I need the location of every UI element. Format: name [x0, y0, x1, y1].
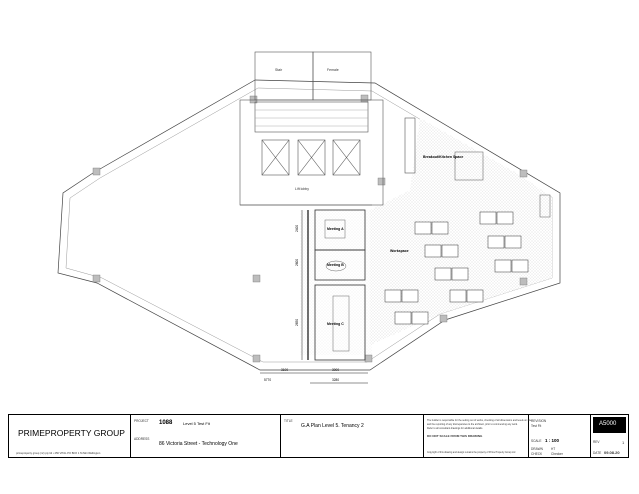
- meeting-furniture: [324, 219, 350, 352]
- check-value: Checker: [551, 452, 563, 456]
- dim-3000: 3000: [332, 368, 339, 372]
- lift-lobby-label: Lift lobby: [295, 187, 309, 191]
- title-cell: TITLE G.A Plan Level 5. Tenancy 2: [281, 415, 424, 457]
- title-label: TITLE: [284, 419, 293, 423]
- copyright: Copyright of this drawing and design rem…: [427, 452, 516, 454]
- revision-cell: REVISION Test Fit SCALE 1 : 100 DRAWN HT…: [529, 415, 591, 457]
- project-label: PROJECT: [134, 419, 149, 423]
- dim-2600: 2600: [295, 259, 299, 266]
- meeting-b-label: Meeting B: [327, 263, 344, 267]
- company-name: PRIMEPROPERTY GROUP: [18, 428, 125, 438]
- notes-line-2: and the reporting of any discrepancies t…: [427, 423, 518, 426]
- notes-line-3: Refer to all consultant drawings for add…: [427, 427, 483, 430]
- dimension-lines: [260, 210, 368, 384]
- workspace-hatch: [300, 118, 552, 355]
- date-value: 09.08.20: [604, 450, 620, 455]
- dim-2650: 2650: [295, 319, 299, 326]
- drawing-title: G.A Plan Level 5. Tenancy 2: [301, 423, 364, 429]
- floor-plan: Stair Female Lift lobby Meeting A Meetin…: [57, 51, 561, 384]
- dim-2400: 2400: [295, 225, 299, 232]
- meeting-a-label: Meeting A: [327, 227, 344, 231]
- scale-value: 1 : 100: [545, 438, 560, 443]
- dim-3100: 3100: [281, 368, 288, 372]
- columns: [92, 94, 528, 363]
- project-cell: PROJECT 1088 Level 5 Test Fit ADDRESS 86…: [131, 415, 281, 457]
- sheet-number-box: A5000: [593, 417, 626, 433]
- project-name: Level 5 Test Fit: [183, 421, 210, 426]
- notes-caps: DO NOT SCALE FROM THIS DRAWING: [427, 434, 483, 438]
- notes-line-1: The builder is responsible for the setti…: [427, 419, 532, 422]
- title-block: PRIMEPROPERTY GROUP primeproperty group …: [8, 414, 629, 458]
- meeting-c-label: Meeting C: [327, 322, 344, 326]
- dim-3280: 3280: [332, 378, 339, 382]
- meeting-rooms: [307, 209, 366, 361]
- breakout-label: Breakout/Kitchen Space: [423, 155, 463, 159]
- address-label: ADDRESS: [134, 437, 150, 441]
- company-cell: PRIMEPROPERTY GROUP primeproperty group …: [9, 415, 131, 457]
- check-label: CHECK: [531, 452, 543, 456]
- rev-label: REV: [593, 440, 600, 444]
- workstations: [384, 211, 529, 325]
- company-address: primeproperty group (nz) pty ltd • 456 V…: [16, 452, 101, 455]
- stair-label: Stair: [275, 68, 283, 72]
- address-value: 86 Victoria Street - Technology One: [159, 441, 238, 447]
- core: [239, 51, 416, 206]
- sheet-cell: A5000 REV 1 DATE 09.08.20: [591, 415, 630, 457]
- notes-cell: The builder is responsible for the setti…: [424, 415, 532, 457]
- drawn-value: HT: [551, 447, 556, 451]
- dim-5770: 5770: [264, 378, 271, 382]
- revision-value: Test Fit: [531, 424, 542, 428]
- project-number: 1088: [159, 420, 173, 426]
- drawn-label: DRAWN: [531, 447, 543, 451]
- rev-value: 1: [622, 440, 625, 445]
- sheet-number: A5000: [599, 421, 617, 427]
- workspace-label: Workspace: [390, 249, 409, 253]
- female-label: Female: [327, 68, 339, 72]
- scale-label: SCALE: [531, 439, 542, 443]
- date-label: DATE: [593, 451, 602, 455]
- revision-label: REVISION: [531, 419, 547, 423]
- breakout-furniture: [454, 151, 551, 218]
